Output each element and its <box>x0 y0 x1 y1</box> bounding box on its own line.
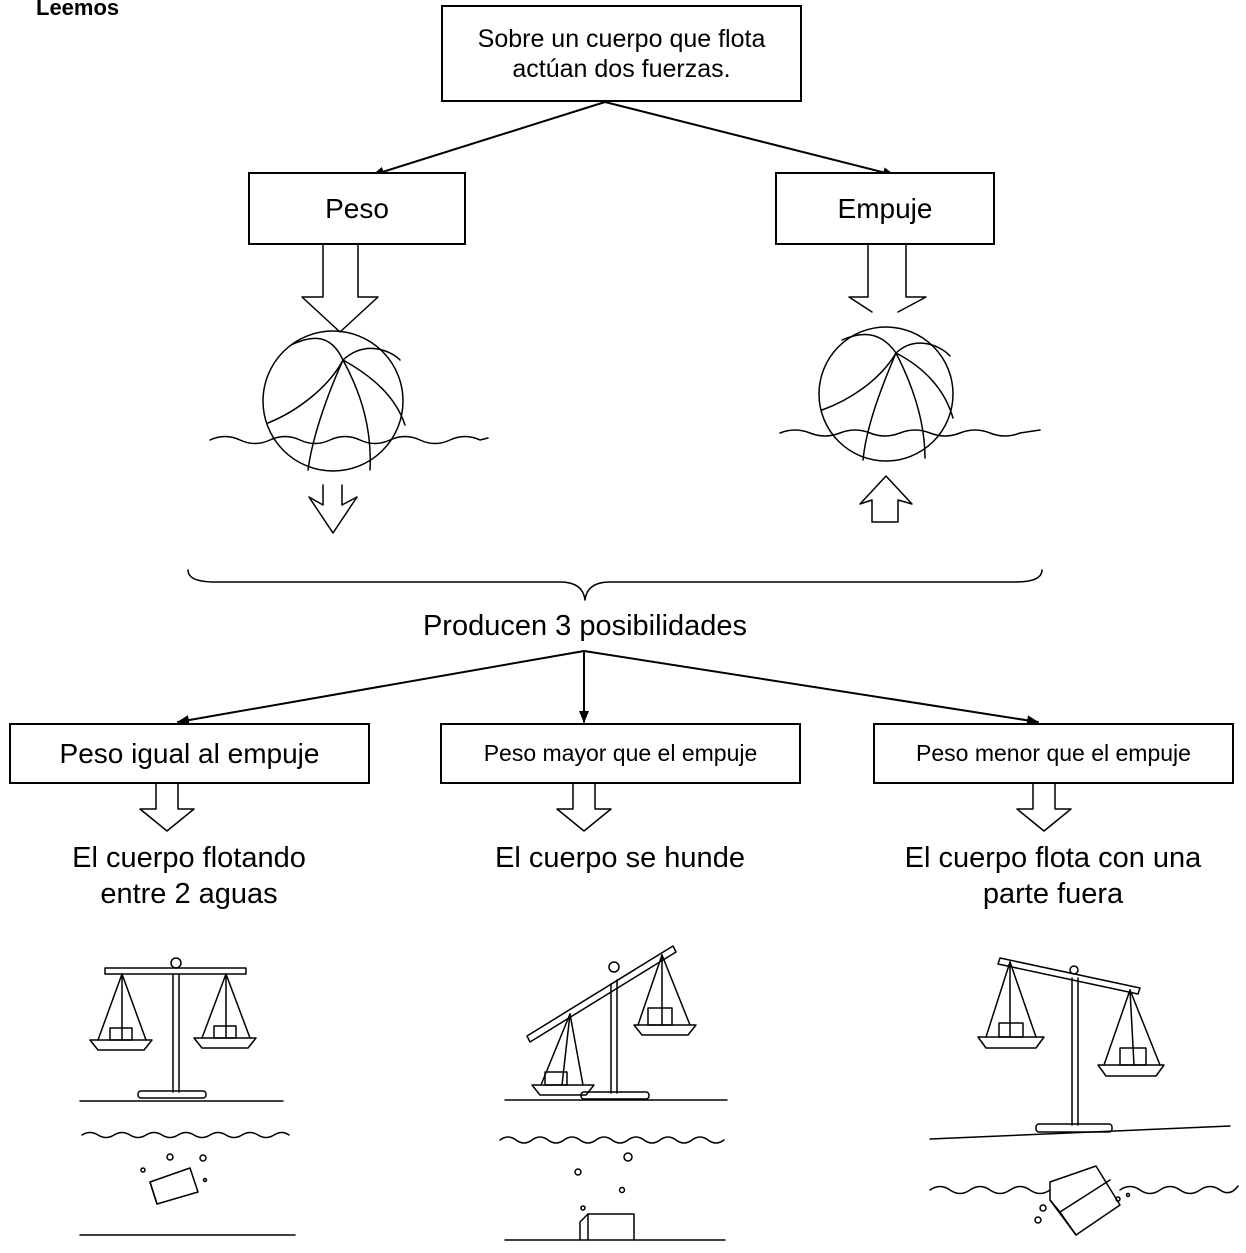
possibilities-text: Producen 3 posibilidades <box>422 610 748 642</box>
case-box-greater: Peso mayor que el empuje <box>440 723 801 784</box>
arrow-to-case-1 <box>177 650 585 726</box>
force-label-peso: Peso <box>325 192 389 224</box>
force-box-empuje: Empuje <box>775 172 995 245</box>
case-box-equal: Peso igual al empuje <box>9 723 370 784</box>
scale-balanced-illustration <box>79 957 296 1236</box>
peso-hollow-arrow <box>301 244 379 333</box>
arrow-to-empuje <box>604 101 895 178</box>
case-2-hollow-arrow <box>556 783 612 832</box>
force-box-peso: Peso <box>248 172 466 245</box>
case-label-equal: Peso igual al empuje <box>59 737 320 769</box>
scale-sinking-illustration <box>499 945 728 1241</box>
force-label-empuje: Empuje <box>837 192 933 224</box>
case-result-equal-line-2: entre 2 aguas <box>100 878 278 910</box>
arrow-to-peso <box>372 101 606 177</box>
ball-right-illustration <box>779 326 1041 523</box>
case-result-less-line-1: El cuerpo flota con una <box>904 842 1202 874</box>
heading: Leemos <box>36 0 120 20</box>
ball-left-illustration <box>209 330 489 534</box>
curly-brace <box>187 569 1043 601</box>
case-label-less: Peso menor que el empuje <box>916 740 1191 766</box>
top-box-line-2: actúan dos fuerzas. <box>512 54 731 83</box>
case-box-less: Peso menor que el empuje <box>873 723 1234 784</box>
case-result-greater-line-1: El cuerpo se hunde <box>495 842 745 874</box>
case-1-hollow-arrow <box>139 783 195 832</box>
top-box-line-1: Sobre un cuerpo que flota <box>477 24 766 53</box>
case-result-equal-line-1: El cuerpo flotando <box>72 842 306 874</box>
case-label-greater: Peso mayor que el empuje <box>483 740 758 766</box>
scale-floating-illustration <box>929 957 1239 1236</box>
arrow-to-case-3 <box>583 650 1039 726</box>
top-concept-box: Sobre un cuerpo que flota actúan dos fue… <box>441 5 802 102</box>
case-result-less-line-2: parte fuera <box>982 878 1124 910</box>
case-result-less: El cuerpo flota con una parte fuera <box>878 840 1228 912</box>
case-result-greater: El cuerpo se hunde <box>455 840 785 876</box>
empuje-hollow-arrow <box>848 244 927 313</box>
case-result-equal: El cuerpo flotando entre 2 aguas <box>24 840 354 912</box>
case-3-hollow-arrow <box>1016 783 1072 832</box>
